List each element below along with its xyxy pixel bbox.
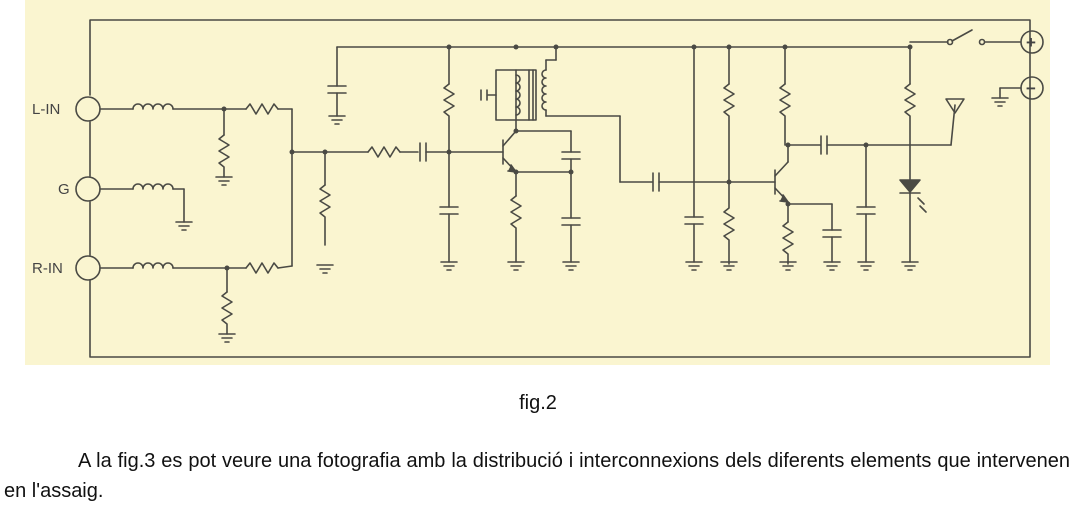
- input-resistor: [367, 146, 401, 158]
- ground-icon: [562, 261, 580, 271]
- ground-icon: [440, 261, 458, 271]
- ground-icon: [901, 261, 919, 271]
- l-in-resistor: [245, 103, 279, 115]
- body-paragraph: A la fig.3 es pot veure una fotografia a…: [4, 446, 1070, 506]
- bias-resistor-top: [443, 83, 455, 153]
- l-shunt-resistor: [218, 134, 230, 178]
- ground-icon: [215, 176, 233, 186]
- g-label: G: [58, 181, 70, 198]
- board-outline: [89, 19, 1031, 358]
- l-in-inductor: [132, 103, 174, 110]
- ground-icon: [175, 221, 193, 231]
- ground-icon: [316, 264, 334, 274]
- plus-label: +: [1026, 33, 1036, 52]
- ground-icon: [507, 261, 525, 271]
- ground-icon: [218, 333, 236, 343]
- paragraph-text: A la fig.3 es pot veure una fotografia a…: [4, 450, 1070, 502]
- ground-icon: [823, 261, 841, 271]
- l-in-label: L-IN: [32, 101, 60, 118]
- bias-resistor: [319, 184, 331, 246]
- antenna-icon: [945, 98, 965, 114]
- ground-icon: [328, 115, 346, 125]
- ground-icon: [991, 97, 1009, 107]
- figure-caption: fig.2: [519, 392, 557, 414]
- r-in-label: R-IN: [32, 260, 63, 277]
- minus-label: −: [1026, 79, 1036, 98]
- circuit-schematic: L-IN G R-IN + −: [25, 0, 1050, 365]
- power-switch: [951, 29, 973, 42]
- plus-terminal: [1020, 30, 1044, 54]
- ground-icon: [685, 261, 703, 271]
- g-inductor: [132, 183, 174, 190]
- r-shunt-resistor: [221, 291, 233, 335]
- r-in-resistor: [245, 262, 279, 274]
- schematic-paper: [25, 0, 1050, 365]
- led-icon: [899, 179, 921, 193]
- r-in-inductor: [132, 262, 174, 269]
- ground-icon: [857, 261, 875, 271]
- ground-icon: [779, 261, 797, 271]
- emitter-resistor: [510, 195, 522, 263]
- ground-icon: [720, 261, 738, 271]
